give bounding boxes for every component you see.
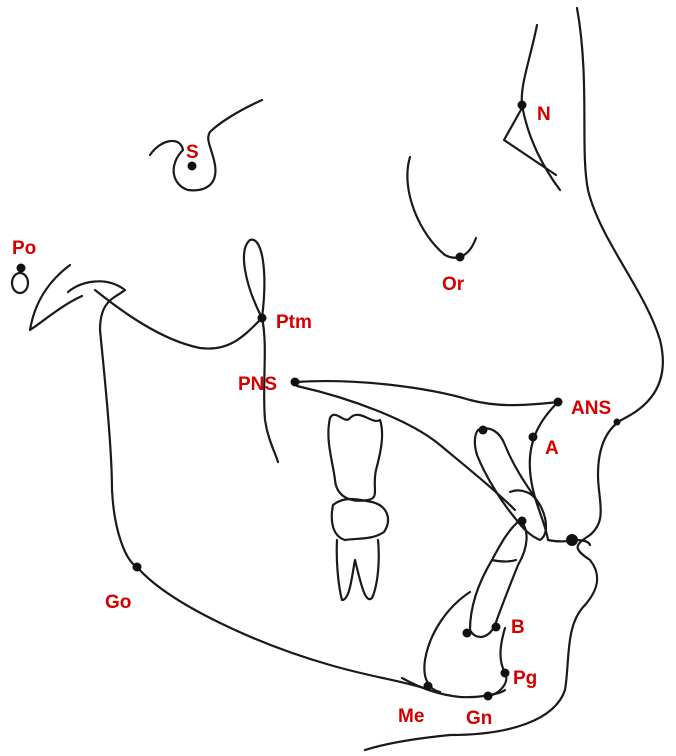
landmark-label-go: Go [105, 592, 131, 613]
landmark-point-lower-apex [463, 629, 472, 638]
landmark-point-pg [501, 669, 510, 678]
orbit-outline [407, 157, 476, 258]
sella-turcica [150, 100, 262, 190]
landmark-point-me [424, 682, 433, 691]
landmark-point-or [456, 253, 465, 262]
porion-ring [12, 273, 28, 293]
landmark-label-n: N [537, 104, 551, 125]
mandibular-notch [95, 290, 262, 349]
soft-tissue-profile [365, 8, 663, 750]
landmark-label-a: A [545, 438, 559, 459]
maxilla-anterior [530, 402, 558, 540]
landmark-point-ans [554, 398, 563, 407]
landmark-label-or: Or [442, 274, 465, 295]
landmark-label-po: Po [12, 238, 36, 259]
landmark-point-incisor-tip [518, 517, 527, 526]
landmark-point-ptm [258, 314, 267, 323]
landmark-point-gn [484, 692, 493, 701]
landmark-label-b: B [511, 617, 525, 638]
landmark-point-n [518, 101, 527, 110]
landmark-label-ptm: Ptm [276, 312, 312, 333]
molar-tooth [328, 415, 388, 600]
landmark-point-go [133, 563, 142, 572]
landmark-label-gn: Gn [466, 708, 492, 729]
landmark-label-s: S [186, 142, 199, 163]
landmark-point-po [17, 264, 26, 273]
landmark-label-ans: ANS [571, 398, 611, 419]
pterygomaxillary-fissure [244, 240, 278, 462]
landmark-point-pns [291, 378, 300, 387]
symphysis-outline [424, 592, 506, 696]
landmark-label-pg: Pg [513, 668, 537, 689]
landmark-label-pns: PNS [238, 374, 277, 395]
landmark-point-incisor-apex [479, 426, 488, 435]
landmark-point-lip [566, 534, 578, 546]
condyle-contour [30, 265, 82, 330]
landmark-label-me: Me [398, 706, 424, 727]
landmark-point-ans-tip [614, 419, 621, 426]
landmark-point-b [492, 623, 501, 632]
palate-upper [295, 381, 558, 405]
landmark-point-a [529, 433, 538, 442]
